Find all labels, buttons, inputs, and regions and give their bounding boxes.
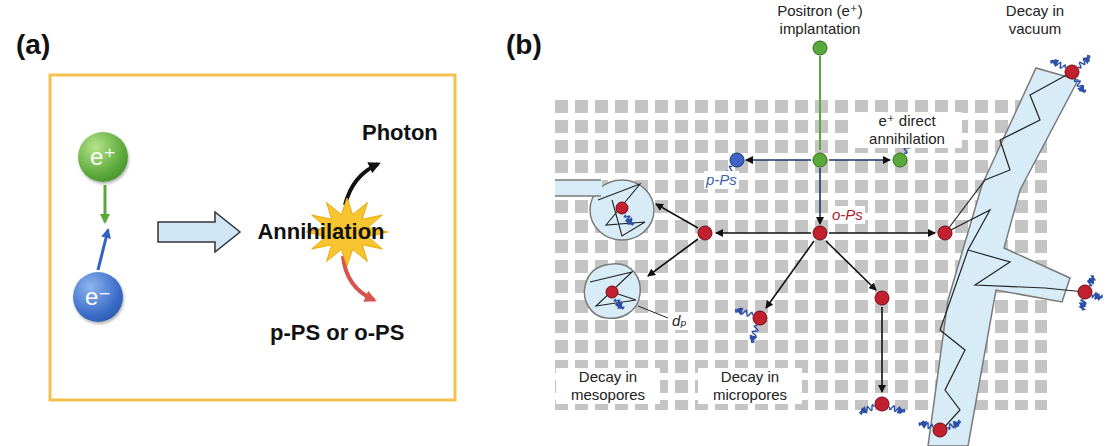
- arrow: [819, 168, 821, 224]
- dimension-label: dₚ: [670, 312, 689, 330]
- photon-wave: [614, 299, 623, 309]
- process-label: Decay in vacuum: [990, 2, 1080, 38]
- photon-head: [1077, 85, 1084, 93]
- species-label: p-Ps: [704, 171, 739, 189]
- particle-circle: e⁺: [78, 132, 128, 182]
- photon-head: [736, 308, 744, 316]
- photon-wave: [1078, 56, 1090, 68]
- arrow: [881, 307, 883, 392]
- electron-arrow: [98, 230, 108, 270]
- photon-wave: [1075, 79, 1086, 93]
- trajectory: [598, 184, 645, 236]
- photon-head: [615, 301, 622, 309]
- process-arrow: [158, 212, 240, 252]
- photon-head: [625, 217, 632, 225]
- photon-wave: [750, 326, 758, 343]
- positron-dot: [893, 153, 907, 167]
- mesopore: [584, 264, 640, 318]
- pore-neck-wall: [555, 179, 601, 181]
- photon-wave: [859, 405, 874, 414]
- trajectory: [945, 210, 1085, 292]
- arrow: [648, 239, 698, 276]
- arrow: [829, 159, 890, 161]
- ortho-positronium-dots: [606, 65, 1092, 437]
- photon-wave: [919, 421, 932, 428]
- arrow: [766, 241, 814, 308]
- panel-frame: [50, 75, 455, 400]
- trajectory: [940, 250, 968, 432]
- photon-wave: [624, 215, 633, 225]
- arrow: [826, 241, 876, 290]
- node-text: e⁻: [85, 283, 111, 311]
- photon-head: [1082, 57, 1090, 65]
- arrow: [746, 159, 811, 161]
- photon-head: [919, 421, 927, 429]
- arrow: [656, 204, 698, 228]
- arrow: [829, 232, 935, 234]
- photon-wave: [948, 421, 961, 430]
- positron-dot: [813, 41, 827, 55]
- leader-line: [638, 306, 668, 318]
- photon-head: [1087, 276, 1094, 284]
- output-label: Photon: [362, 120, 438, 146]
- photon-wave: [736, 308, 753, 316]
- photon-head: [897, 406, 905, 414]
- implantation-path: [819, 56, 821, 150]
- photon-wave: [1051, 60, 1066, 68]
- photon-head: [1094, 292, 1102, 300]
- process-label: Decay in micropores: [698, 368, 802, 404]
- arrow: [716, 232, 811, 234]
- pore-neck: [555, 180, 602, 196]
- positron-dot: [813, 153, 827, 167]
- photon-head: [750, 334, 758, 342]
- photon-wave: [890, 406, 905, 413]
- particle-circle: e⁻: [73, 272, 123, 322]
- positron-arrow: [104, 185, 107, 222]
- photon-arrow: [345, 164, 378, 205]
- photon-head: [859, 406, 867, 414]
- panel-letter: (b): [506, 28, 542, 62]
- photon-head: [1051, 60, 1059, 67]
- photon-head: [953, 421, 961, 429]
- process-label: Positron (e⁺) implantation: [760, 2, 880, 38]
- para-positronium-dot: [730, 153, 744, 167]
- photon-head: [1079, 302, 1087, 310]
- trajectory: [590, 272, 636, 306]
- annihilation-burst: Annihilation: [252, 214, 390, 250]
- output-label: p-PS or o-PS: [270, 320, 404, 346]
- process-label: Decay in mesopores: [556, 368, 660, 404]
- species-label: o-Ps: [830, 206, 865, 224]
- node-text: Annihilation: [257, 219, 384, 245]
- process-label: e⁺ direct annihilation: [852, 112, 962, 148]
- pore-neck-wall: [555, 195, 601, 197]
- panel-letter: (a): [16, 28, 50, 62]
- trajectory: [945, 72, 1072, 233]
- node-text: e⁺: [90, 143, 116, 171]
